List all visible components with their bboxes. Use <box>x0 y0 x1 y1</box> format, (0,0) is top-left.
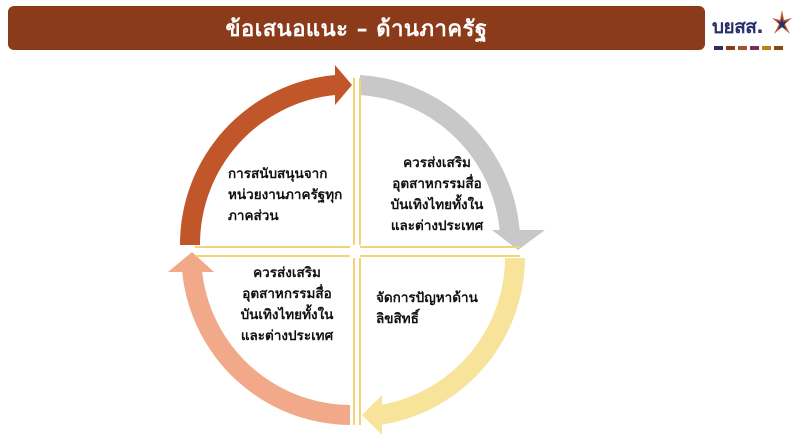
quadrant-line: อุตสาหกรรมสื่อ <box>392 175 482 192</box>
quadrant-line: จัดการปัญหาด้าน <box>376 290 478 306</box>
quadrant-top-right-text: ควรส่งเสริม อุตสาหกรรมสื่อ บันเทิงไทยทั้… <box>376 153 498 237</box>
arrowhead-bottom-right <box>362 395 382 435</box>
quadrant-bottom-right-text: จัดการปัญหาด้าน ลิขสิทธิ์ <box>376 288 478 330</box>
logo-strip-segment <box>738 46 747 50</box>
arc-arrow-bottom-right <box>380 258 525 425</box>
arc-arrow-top-left <box>179 75 335 245</box>
page-title: ข้อเสนอแนะ – ด้านภาครัฐ <box>225 16 488 42</box>
quadrant-line: บันเทิงไทยทั้งใน <box>240 306 334 323</box>
logo-strip-segment <box>762 46 771 50</box>
logo-text: บยสส. <box>712 16 764 38</box>
logo-strip-segment <box>774 46 783 50</box>
star-emblem-icon <box>772 10 792 34</box>
quadrant-line: ควรส่งเสริม <box>403 155 471 171</box>
logo-strip-segment <box>714 46 723 50</box>
quadrant-line: ลิขสิทธิ์ <box>376 310 419 327</box>
arrowhead-top-left <box>335 65 352 105</box>
title-banner: ข้อเสนอแนะ – ด้านภาครัฐ <box>8 6 705 50</box>
arrowhead-top-right <box>492 230 545 250</box>
logo-strip-segment <box>750 46 759 50</box>
quadrant-line: บันเทิงไทยทั้งใน <box>390 196 484 213</box>
quadrant-line: และต่างประเทศ <box>240 327 334 344</box>
logo-color-strip <box>714 46 783 50</box>
quadrant-line: หน่วยงานภาครัฐทุก <box>228 186 343 203</box>
quadrant-bottom-left-text: ควรส่งเสริม อุตสาหกรรมสื่อ บันเทิงไทยทั้… <box>228 263 346 347</box>
quadrant-line: ควรส่งเสริม <box>253 265 321 281</box>
organization-logo: บยสส. <box>712 4 796 56</box>
logo-strip-segment <box>726 46 735 50</box>
arrowhead-bottom-left <box>168 252 214 272</box>
quadrant-line: ภาคส่วน <box>228 207 279 224</box>
quadrant-line: และต่างประเทศ <box>390 217 484 234</box>
quadrant-line: อุตสาหกรรมสื่อ <box>242 285 332 302</box>
arc-arrow-top-right <box>360 75 520 235</box>
arc-arrow-bottom-left <box>182 270 350 425</box>
quadrant-top-left-text: การสนับสนุนจาก หน่วยงานภาครัฐทุก ภาคส่วน <box>228 164 342 227</box>
quadrant-line: การสนับสนุนจาก <box>228 166 328 182</box>
